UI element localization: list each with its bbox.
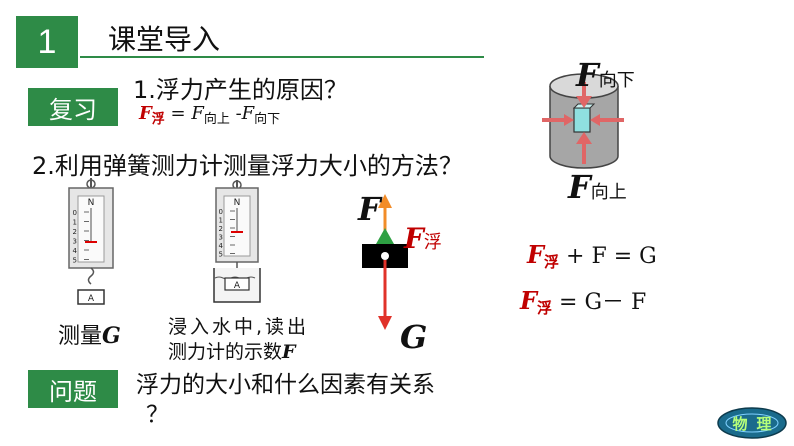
formula-minus: - xyxy=(229,103,242,124)
formula-eq: = xyxy=(164,103,192,124)
cylinder-diagram xyxy=(542,73,624,169)
problem-badge-label: 问题 xyxy=(49,377,97,406)
label-f-buoy-f: F xyxy=(404,222,424,255)
spring-scale-air: N 0 12 34 5 A xyxy=(68,178,114,305)
arrow-left-head xyxy=(564,114,574,126)
eq1-f: F xyxy=(527,240,545,269)
scale-tick-label: 0 xyxy=(73,209,77,217)
section-number: 1 xyxy=(37,22,57,61)
problem-badge: 问题 xyxy=(28,370,118,408)
formula-f-down: F xyxy=(241,103,255,124)
slide-title: 课堂导入 xyxy=(108,23,221,56)
formula-sub-up: 向上 xyxy=(203,112,230,127)
arrow-g-head xyxy=(378,316,392,330)
scale2-n-label: N xyxy=(234,198,241,208)
equation-2: F浮 = G－ F xyxy=(520,284,646,318)
label-f-up-f: F xyxy=(568,168,591,206)
label-g: G xyxy=(400,318,428,356)
buoyancy-formula: F浮 = F向上 -F向下 xyxy=(139,103,280,127)
question-1: 1.浮力产生的原因？ xyxy=(133,76,348,104)
label-f-buoy-sub: 浮 xyxy=(423,232,442,253)
eq2-sub: 浮 xyxy=(537,299,553,317)
logo-text-1: 物 xyxy=(732,415,747,433)
label-f-up: F向上 xyxy=(568,168,627,206)
arrow-right-head xyxy=(590,114,600,126)
scale-tick-label: 3 xyxy=(73,238,77,246)
scale-tick-label: 5 xyxy=(73,257,77,265)
label-f-down: F向下 xyxy=(576,56,635,94)
problem-question-line2: ？ xyxy=(146,402,169,428)
question-2: 2.利用弹簧测力计测量浮力大小的方法？ xyxy=(32,152,463,180)
scale-tick-label: 3 xyxy=(219,234,223,242)
eq1-sub: 浮 xyxy=(544,253,560,271)
scale-tick-label: 0 xyxy=(219,208,223,216)
scale2-weight-label: A xyxy=(234,281,241,291)
formula-sub-down: 向下 xyxy=(254,112,281,127)
formula-f-buoy: F xyxy=(139,103,152,124)
caption-measure-g: 测量G xyxy=(58,318,121,350)
scale-tick-label: 1 xyxy=(219,217,223,225)
title-underline xyxy=(80,56,484,58)
scale-tick-label: 1 xyxy=(73,219,77,227)
caption-measure-var: G xyxy=(102,323,121,349)
review-badge: 复习 xyxy=(28,88,118,126)
submerged-block xyxy=(573,107,591,133)
object-center-dot xyxy=(381,252,389,260)
caption-immerse-prefix: 测力计的示数 xyxy=(168,341,283,363)
scale1-weight-label: A xyxy=(88,294,95,304)
equation-1: F浮 + F = G xyxy=(527,240,657,272)
arrow-up-head xyxy=(576,132,592,144)
scale-tick-label: 5 xyxy=(219,251,223,259)
label-f-down-sub: 向下 xyxy=(598,70,635,91)
label-f-up-sub: 向上 xyxy=(590,182,627,203)
caption-measure-prefix: 测量 xyxy=(58,324,103,349)
logo-text-2: 理 xyxy=(756,415,771,433)
section-number-box: 1 xyxy=(16,16,78,68)
caption-immerse-line2: 测力计的示数F xyxy=(168,337,296,364)
scale-tick-label: 4 xyxy=(73,247,78,255)
review-badge-label: 复习 xyxy=(49,95,97,124)
eq2-rest: = G－ F xyxy=(552,290,647,315)
arrow-f-head xyxy=(378,194,392,208)
physics-logo: 物 理 xyxy=(717,407,787,439)
scale1-ticks: 0 12 34 5 xyxy=(73,209,89,265)
formula-f-up: F xyxy=(191,103,204,124)
arrow-buoy-head xyxy=(376,228,394,244)
caption-immerse-line1: 浸入水中,读出 xyxy=(168,316,310,338)
label-f: F xyxy=(358,190,381,228)
force-diagram xyxy=(362,194,408,330)
scale-tick-label: 2 xyxy=(219,225,223,233)
scale-tick-label: 2 xyxy=(73,228,77,236)
label-f-buoy: F浮 xyxy=(404,222,442,255)
scale-tick-label: 4 xyxy=(219,242,224,250)
label-f-down-f: F xyxy=(576,56,599,94)
arrow-down-head xyxy=(576,96,592,108)
scale1-n-label: N xyxy=(88,198,95,208)
caption-immerse-var: F xyxy=(282,341,296,363)
problem-question-line1: 浮力的大小和什么因素有关系 xyxy=(136,372,435,398)
formula-sub-buoy: 浮 xyxy=(151,112,165,127)
eq1-rest: + F = G xyxy=(559,244,657,269)
eq2-f: F xyxy=(520,286,538,315)
